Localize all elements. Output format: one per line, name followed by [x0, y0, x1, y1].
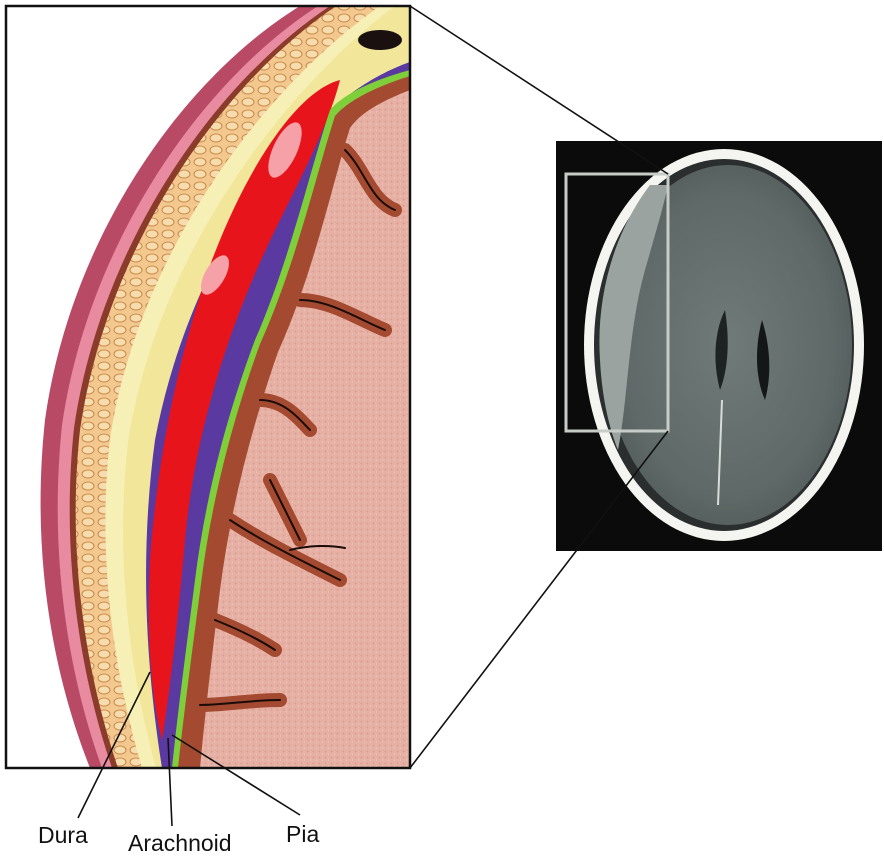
illustration-panel — [6, 6, 410, 768]
ct-scan-panel — [556, 141, 882, 551]
label-arachnoid: Arachnoid — [128, 832, 232, 855]
label-pia: Pia — [286, 823, 319, 846]
label-dura: Dura — [38, 824, 88, 847]
